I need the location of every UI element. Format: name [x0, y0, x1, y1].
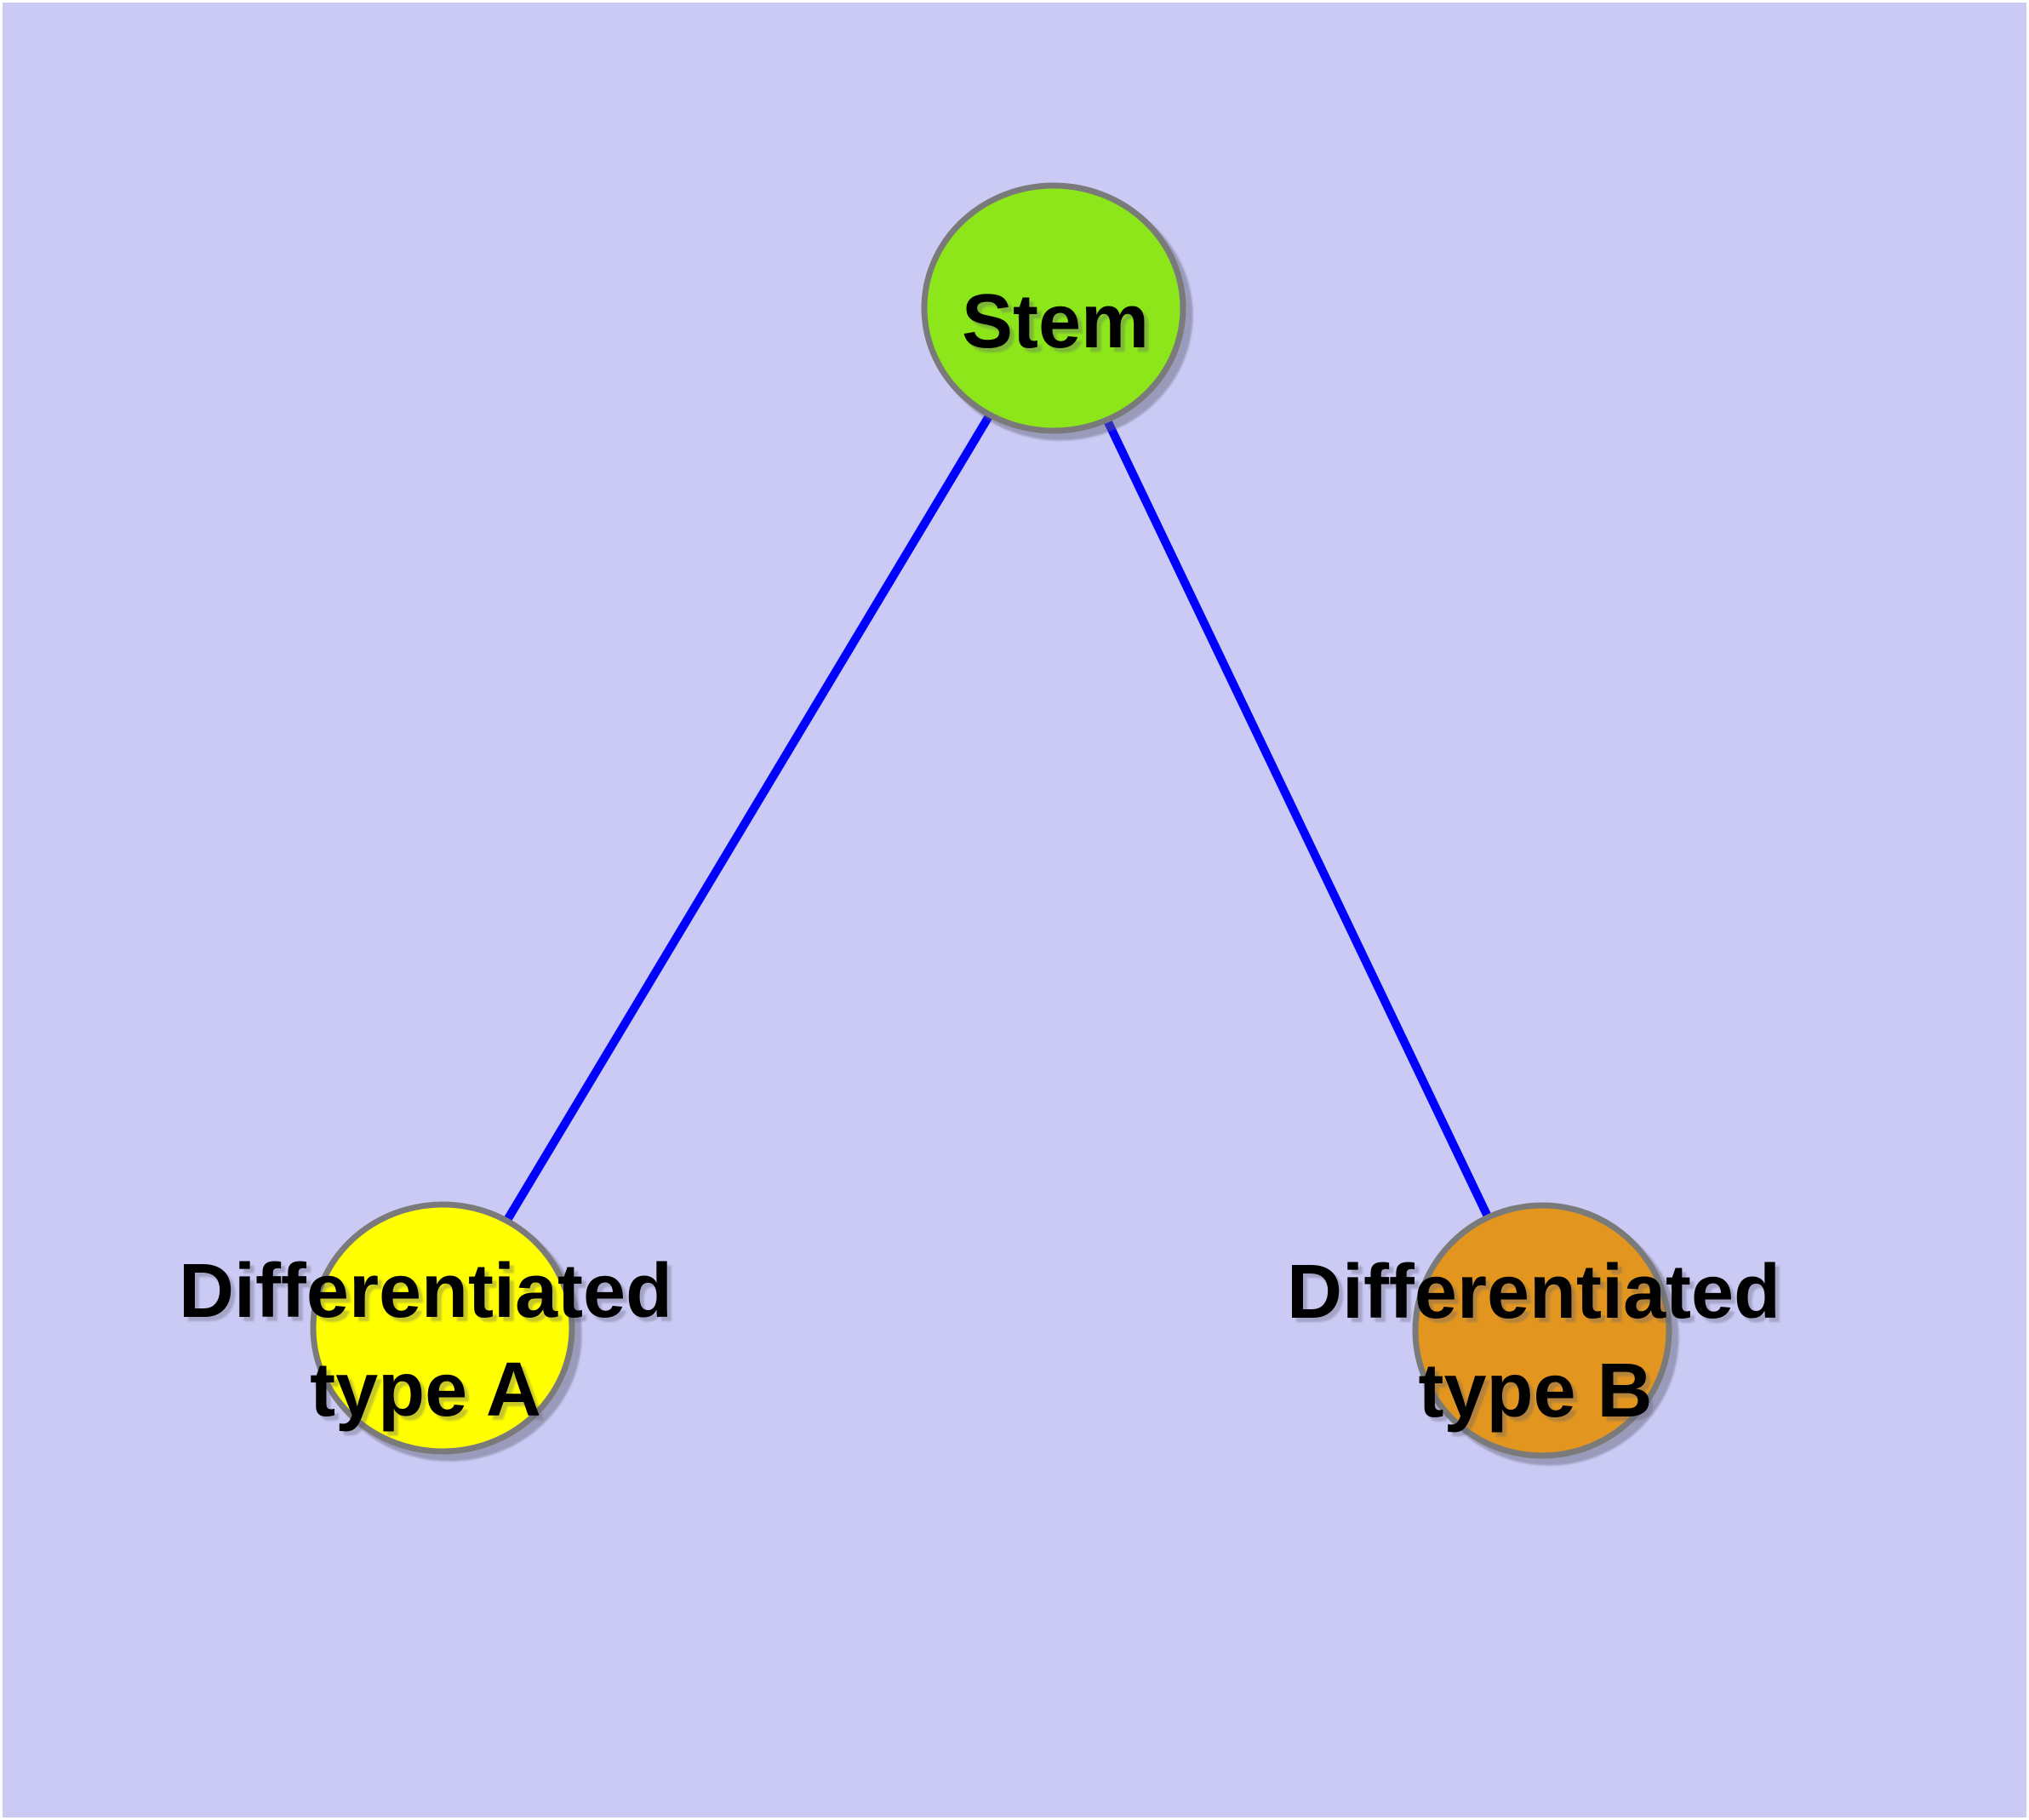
type-b-node-label-line1: Differentiated: [1287, 1250, 1780, 1335]
type-a-node-label-line1: Differentiated: [179, 1249, 672, 1334]
edges: [438, 306, 1546, 1333]
type-a-node-label-line2: type A: [310, 1348, 541, 1433]
type-b-node-circle: [1412, 1202, 1672, 1459]
stem-node-label: Stem: [962, 279, 1149, 364]
type-a-node-circle: [310, 1201, 575, 1455]
edge-stem-to-type-b: [1049, 306, 1546, 1333]
stem-node-circle: [921, 182, 1186, 434]
type-b-node-label-line2: type B: [1418, 1348, 1652, 1434]
node-differentiated-type-a: Differentiated type A: [179, 1201, 672, 1455]
node-differentiated-type-b: Differentiated type B: [1287, 1202, 1780, 1459]
node-stem: Stem: [921, 182, 1186, 434]
edge-stem-to-type-a: [438, 306, 1058, 1331]
